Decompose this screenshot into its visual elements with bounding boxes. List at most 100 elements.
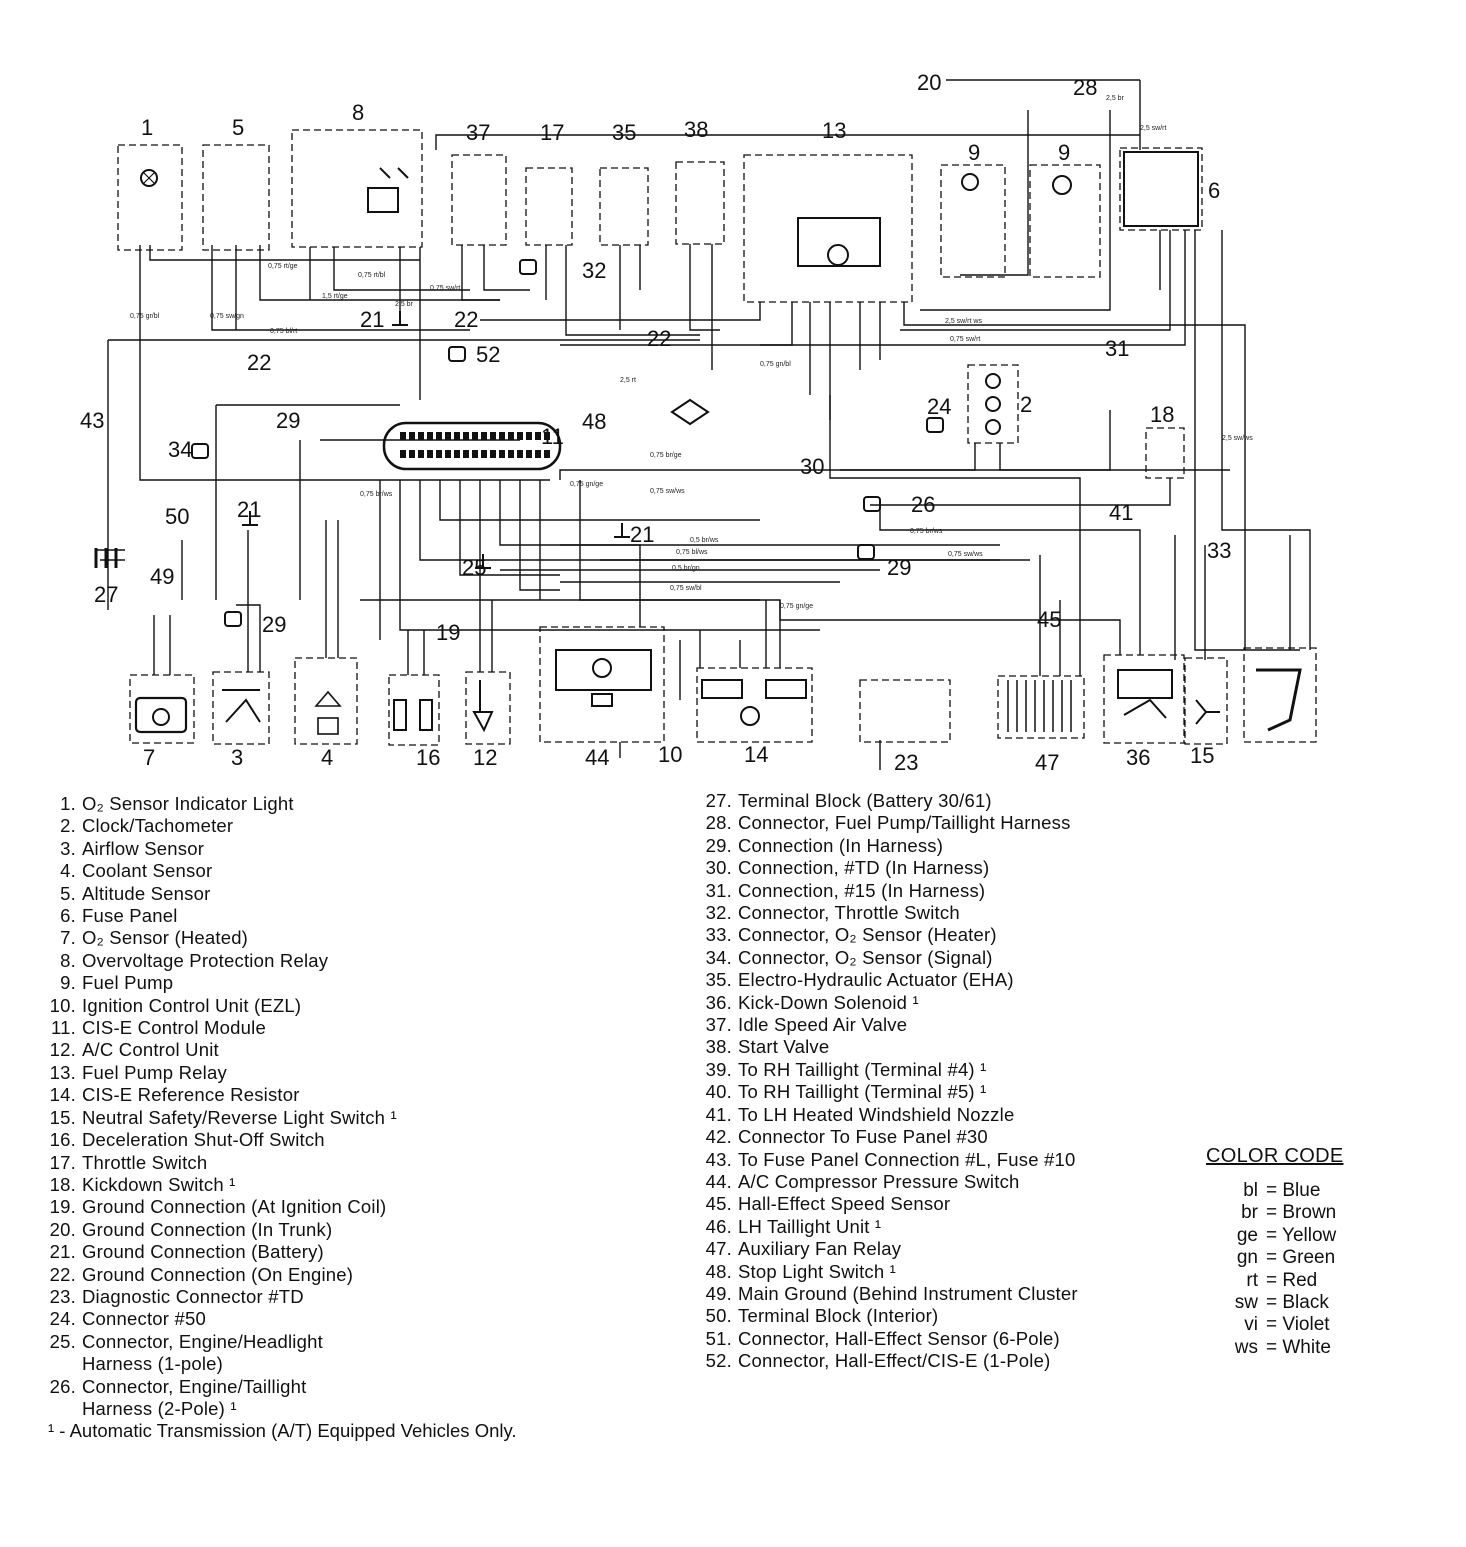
legend-item-number: 5.	[60, 882, 76, 904]
pump-motor	[961, 173, 979, 191]
legend-item-text: To RH Taillight (Terminal #4) ¹	[738, 1058, 987, 1080]
component-number: 43	[80, 408, 104, 433]
fan-relay-switch	[1123, 698, 1167, 719]
legend-item-text: Kickdown Switch ¹	[82, 1173, 236, 1195]
legend-item-number: 12.	[49, 1039, 76, 1061]
wire-label: 0,5 br/gn	[672, 565, 700, 572]
component-number: 17	[540, 120, 564, 145]
wire-label: 2,5 sw/rt	[1140, 125, 1167, 132]
legend-item: 31.Connection, #15 (In Harness)	[700, 880, 1078, 902]
color-name: = Green	[1266, 1247, 1336, 1269]
legend-item-number: 35.	[705, 969, 732, 991]
legend-item-number: 30.	[705, 857, 732, 879]
legend-item-text: Ground Connection (Battery)	[82, 1241, 324, 1263]
fan-relay-contacts	[1117, 669, 1173, 699]
connector	[224, 611, 242, 627]
color-abbreviation: gn	[1236, 1247, 1258, 1269]
legend-item: 37.Idle Speed Air Valve	[700, 1014, 1078, 1036]
component-number: 14	[744, 742, 768, 767]
wire	[1221, 230, 1311, 650]
component-number: 34	[168, 437, 192, 462]
color-abbreviation: br	[1241, 1202, 1258, 1224]
legend-item-number: 23.	[49, 1285, 76, 1307]
module-pin	[517, 450, 523, 458]
legend-item-text: O₂ Sensor (Heated)	[82, 927, 249, 949]
pump-motor	[1052, 175, 1072, 195]
component-number: 16	[416, 745, 440, 770]
component-number: 38	[684, 117, 708, 142]
legend-item-number: 17.	[49, 1151, 76, 1173]
legend-item-text: A/C Control Unit	[82, 1039, 219, 1061]
wire	[779, 600, 1121, 655]
legend-item: 44.A/C Compressor Pressure Switch	[700, 1171, 1078, 1193]
legend-item-number: 11.	[51, 1017, 76, 1039]
legend-item-number: 49.	[705, 1282, 732, 1304]
legend-item-text: Connection (In Harness)	[738, 834, 944, 856]
relay-block	[797, 217, 881, 267]
legend-item-text: To RH Taillight (Terminal #5) ¹	[738, 1081, 987, 1103]
legend-item-text: Diagnostic Connector #TD	[82, 1285, 304, 1307]
wire	[360, 599, 781, 668]
component-number: 21	[630, 522, 654, 547]
component-number: 31	[1105, 336, 1129, 361]
wire-label: 0,75 gn/ge	[780, 603, 813, 610]
legend-item: 24.Connector #50	[46, 1308, 397, 1330]
legend-item-text: Connector #50	[82, 1308, 206, 1330]
wire-label: 0,75 sw/gn	[210, 313, 244, 320]
legend-item: 21.Ground Connection (Battery)	[46, 1241, 397, 1263]
component-box	[388, 674, 440, 746]
component-number: 20	[917, 70, 941, 95]
module-pin	[436, 432, 442, 440]
legend-item-number: 48.	[705, 1260, 732, 1282]
legend-item-number: 8.	[60, 949, 76, 971]
legend-item-number: 44.	[705, 1170, 732, 1192]
legend-item: 5.Altitude Sensor	[46, 883, 397, 905]
legend-item-text: Terminal Block (Battery 30/61)	[738, 790, 992, 811]
legend-item-text: Clock/Tachometer	[82, 815, 234, 837]
component-box	[451, 154, 507, 246]
color-abbreviation: sw	[1234, 1292, 1258, 1314]
legend-item-number: 39.	[705, 1058, 732, 1080]
legend-item-number: 25.	[49, 1330, 76, 1352]
module-pin	[418, 450, 424, 458]
component-number: 21	[237, 497, 261, 522]
legend-item-text: Fuel Pump Relay	[82, 1061, 227, 1083]
wire-label: 0,75 sw/rt	[430, 285, 460, 292]
module-pin	[481, 450, 487, 458]
legend-item: 39. To RH Taillight (Terminal #4) ¹	[700, 1059, 1078, 1081]
legend-item: 51.Connector, Hall-Effect Sensor (6-Pole…	[700, 1328, 1078, 1350]
control-module-outline	[382, 421, 562, 471]
legend-item-text: Start Valve	[738, 1036, 830, 1058]
wire	[139, 245, 550, 481]
legend-item: 6.Fuse Panel	[46, 905, 397, 927]
legend-item-text: CIS-E Control Module	[82, 1017, 266, 1039]
legend-item-number: 26.	[49, 1375, 76, 1397]
legend-item: Harness (1-pole)	[46, 1353, 397, 1375]
connector	[191, 443, 209, 459]
color-code-item: gn = Green	[1206, 1247, 1343, 1269]
component-boxes	[117, 129, 1317, 746]
legend-item-number: 18.	[49, 1173, 76, 1195]
legend-item-number: 47.	[705, 1238, 732, 1260]
wire-label: 1,5 rt/ge	[322, 293, 348, 300]
wire	[461, 245, 500, 301]
legend-item-number: 40.	[705, 1081, 732, 1103]
connector	[857, 544, 875, 560]
component-box	[117, 144, 183, 251]
connector	[448, 346, 466, 362]
module-pin	[490, 450, 496, 458]
legend-item: 38.Start Valve	[700, 1036, 1078, 1058]
legend-right: 27.Terminal Block (Battery 30/61)28.Conn…	[700, 790, 1078, 1373]
ignition-unit-pins	[701, 679, 743, 699]
legend-item-text: Connector, Throttle Switch	[738, 902, 960, 924]
legend-item: 50.Terminal Block (Interior)	[700, 1305, 1078, 1327]
legend-item-number: 9.	[60, 972, 76, 994]
legend-item-number: 28.	[705, 812, 732, 834]
component-number: 1	[141, 115, 153, 140]
component-number: 13	[822, 118, 846, 143]
legend-item-text: Ground Connection (At Ignition Coil)	[82, 1196, 387, 1218]
legend-item: 17.Throttle Switch	[46, 1152, 397, 1174]
legend-item-text: Connection, #TD (In Harness)	[738, 857, 990, 879]
legend-item: 25.Connector, Engine/Headlight	[46, 1331, 397, 1353]
